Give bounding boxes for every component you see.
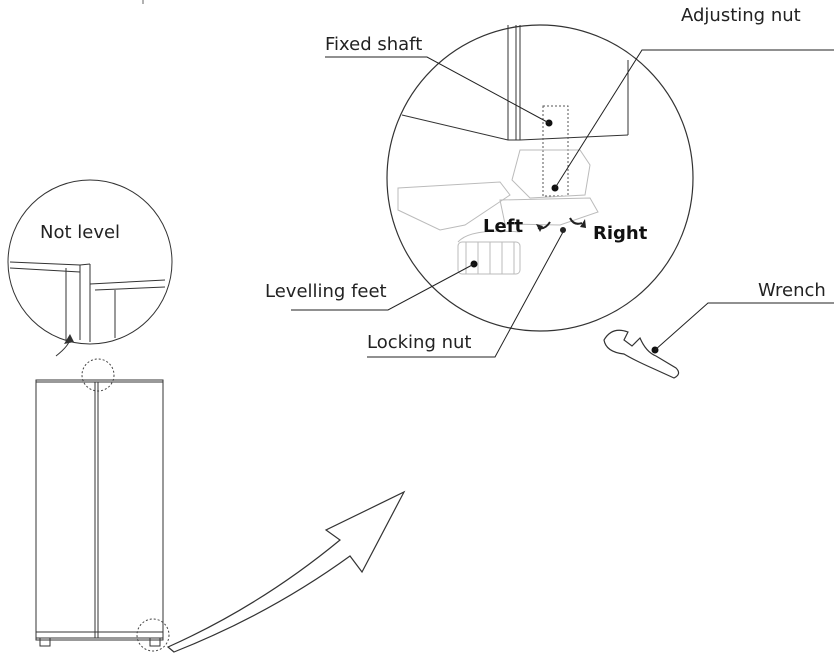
right-rotation-arrow-icon [569, 217, 583, 225]
foot-zoom-circle [386, 24, 694, 332]
not-level-zoom-circle [7, 179, 173, 357]
locking-nut-label: Locking nut [367, 332, 472, 353]
adjusting-nut-label: Adjusting nut [681, 5, 801, 26]
left-label: Left [483, 216, 524, 237]
foot-detail-marker [136, 618, 170, 652]
locking-nut-dot [560, 227, 566, 233]
wrench-label: Wrench [758, 280, 826, 301]
right-label: Right [593, 223, 648, 244]
levelling-feet-label: Levelling feet [265, 281, 387, 302]
top-detail-marker [81, 358, 115, 392]
zoom-arrow-icon [166, 490, 406, 653]
wrench-icon [603, 329, 680, 379]
fixed-shaft-outline [542, 105, 569, 197]
fixed-shaft-label: Fixed shaft [325, 34, 423, 55]
leader-lines [291, 49, 834, 358]
refrigerator [35, 379, 164, 647]
not-level-label: Not level [40, 222, 121, 243]
